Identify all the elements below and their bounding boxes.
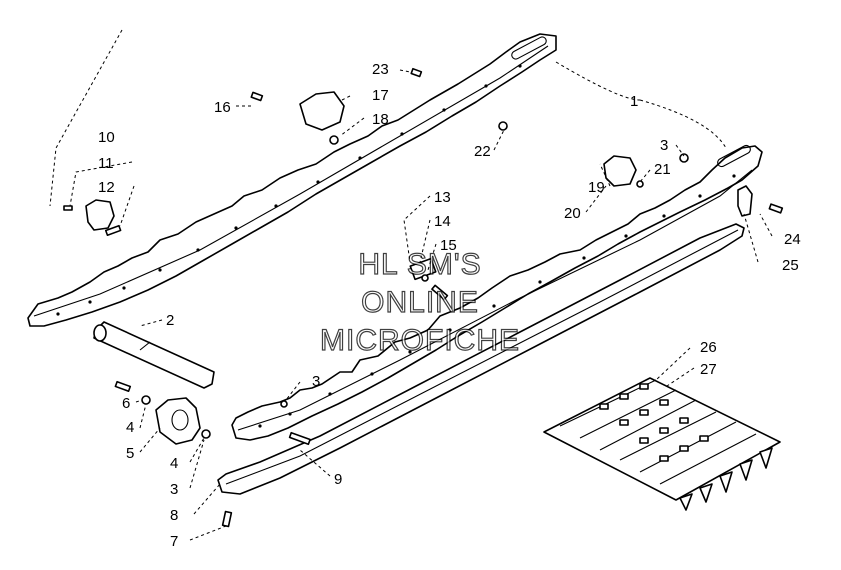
callout-11: 11: [98, 155, 114, 172]
wear-strip: [217, 223, 745, 495]
callout-8: 8: [170, 507, 178, 524]
callout-21: 21: [654, 161, 671, 178]
right-slide-rail: [231, 144, 763, 441]
callout-22: 22: [474, 143, 491, 160]
callout-26: 26: [700, 339, 717, 356]
callout-3-mid: 3: [312, 373, 320, 390]
callout-4-upper: 4: [126, 419, 134, 436]
callout-25: 25: [782, 257, 799, 274]
cross-shaft: [93, 321, 215, 389]
track-clips: [599, 383, 709, 462]
callout-1: 1: [630, 93, 638, 110]
callout-19: 19: [588, 179, 605, 196]
callout-13: 13: [434, 189, 451, 206]
spring-stop-middle: [299, 91, 345, 131]
track-lugs: [679, 447, 773, 511]
callout-23: 23: [372, 61, 389, 78]
callout-24: 24: [784, 231, 801, 248]
watermark-line-2: ONLINE: [361, 286, 479, 319]
watermark-line-3: MICROFICHE: [320, 324, 520, 357]
spring-stop-left: [85, 199, 115, 231]
right-rail-holes: [258, 174, 736, 428]
left-rail-holes: [56, 64, 522, 316]
callout-10: 10: [98, 129, 115, 146]
callout-7: 7: [170, 533, 178, 550]
callout-18: 18: [372, 111, 389, 128]
fasteners: [63, 67, 784, 528]
callout-14: 14: [434, 213, 451, 230]
callout-2: 2: [166, 312, 174, 329]
callout-3-right: 3: [660, 137, 668, 154]
track-section: [543, 377, 781, 511]
rear-bracket: [737, 185, 753, 217]
left-slide-rail: [27, 33, 557, 327]
callout-3-lower: 3: [170, 481, 178, 498]
shock-mount: [155, 397, 201, 445]
spring-stop-right: [603, 155, 637, 187]
watermark-line-1: HL SM'S: [358, 248, 481, 281]
callout-17: 17: [372, 87, 389, 104]
callout-12: 12: [98, 179, 115, 196]
callout-15: 15: [440, 237, 457, 254]
callout-27: 27: [700, 361, 717, 378]
callout-5: 5: [126, 445, 134, 462]
callout-9: 9: [334, 471, 342, 488]
callouts: 1 2 3 3 3 4 4 5 6 7 8 9 10 11 12 13 14 1…: [98, 61, 801, 550]
callout-6: 6: [122, 395, 130, 412]
callout-20: 20: [564, 205, 581, 222]
leader-lines: [49, 29, 773, 541]
callout-16: 16: [214, 99, 231, 116]
watermark: HL SM'S ONLINE MICROFICHE: [319, 247, 520, 357]
callout-4-lower: 4: [170, 455, 178, 472]
